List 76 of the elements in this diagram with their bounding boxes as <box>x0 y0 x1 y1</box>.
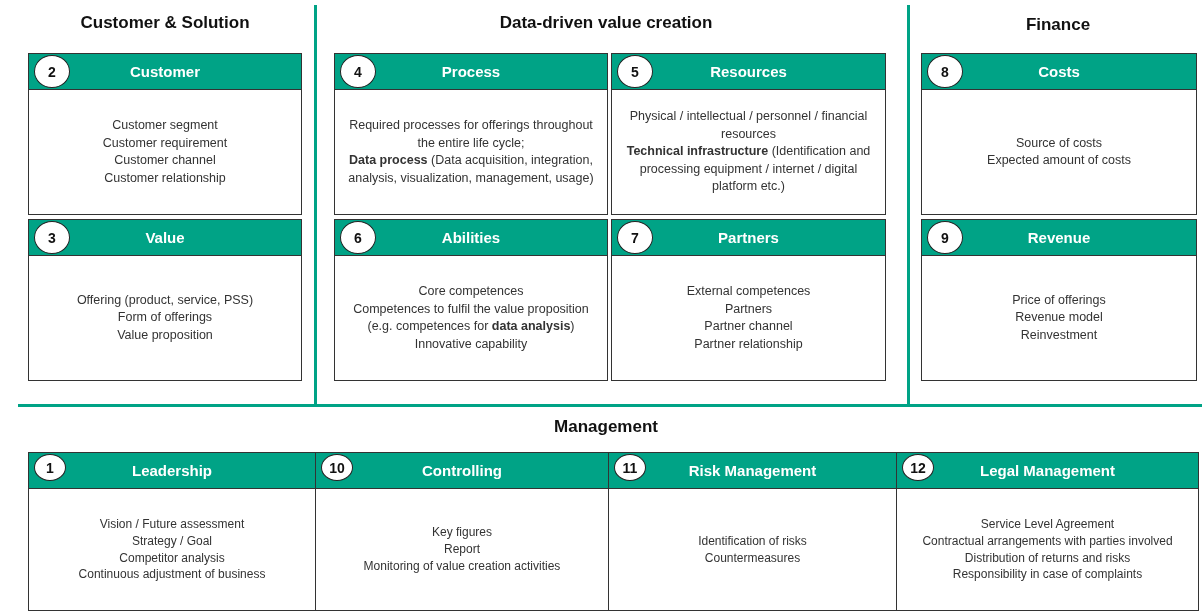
body-text: Competitor analysis <box>119 549 225 567</box>
number-circle: 11 <box>614 454 646 481</box>
body-text: Identification of risks <box>698 532 807 550</box>
category-card <box>334 53 608 215</box>
card-title: Leadership <box>132 462 212 479</box>
body-text: Data process (Data acquisition, integration, analysis, visualization, management, usage) <box>347 152 595 187</box>
body-text: Customer relationship <box>104 169 226 187</box>
card-title: Risk Management <box>688 462 817 479</box>
body-text: Report <box>444 541 480 558</box>
card-title: Value <box>145 229 185 246</box>
category-card <box>611 219 886 381</box>
number-circle: 7 <box>617 221 653 254</box>
body-text: Responsibility in case of complaints <box>952 566 1143 584</box>
number-circle: 6 <box>340 221 376 254</box>
card-title: Abilities <box>441 229 501 246</box>
card-title: Legal Management <box>980 462 1115 479</box>
body-text: Required processes for offerings throughout the entire life cycle; <box>348 117 594 152</box>
body-text: Key figures <box>432 524 492 542</box>
number-circle: 4 <box>340 55 376 88</box>
body-text: Customer segment <box>112 117 218 134</box>
body-text: Continuous adjustment of business <box>78 566 266 584</box>
body-text: Core competences <box>418 283 524 300</box>
section-heading: Data-driven value creation <box>499 13 713 33</box>
body-text: External competences <box>686 283 811 300</box>
category-card <box>896 452 1199 611</box>
body-text: Technical infrastructure (Identification and processing equipment / internet / digital platform etc.) <box>625 143 872 196</box>
number-circle: 1 <box>34 454 66 481</box>
body-text: Partner relationship <box>694 335 803 353</box>
body-text: Value proposition <box>117 326 213 344</box>
number-circle: 12 <box>902 454 934 481</box>
card-title: Resources <box>710 63 787 80</box>
body-text: Vision / Future assessment <box>99 515 245 533</box>
section-heading: Management <box>554 417 658 437</box>
card-title: Process <box>441 63 501 80</box>
category-card <box>28 219 302 381</box>
body-text: Innovative capability <box>414 335 528 353</box>
body-text: Monitoring of value creation activities <box>363 557 561 575</box>
number-circle: 9 <box>927 221 963 254</box>
number-circle: 3 <box>34 221 70 254</box>
body-text: Distribution of returns and risks <box>964 549 1131 567</box>
category-card <box>608 452 897 611</box>
category-card <box>921 53 1197 215</box>
body-text: Contractual arrangements with parties involved <box>922 532 1173 550</box>
number-circle: 8 <box>927 55 963 88</box>
number-circle: 5 <box>617 55 653 88</box>
body-text: Competences to fulfil the value proposition (e.g. competences for data analysis) <box>352 300 590 335</box>
body-text: Partner channel <box>704 318 793 335</box>
card-title: Partners <box>718 229 779 246</box>
body-text: Service Level Agreement <box>980 515 1115 533</box>
card-title: Customer <box>130 63 200 80</box>
body-text: Strategy / Goal <box>131 532 212 550</box>
category-card <box>28 53 302 215</box>
section-heading: Finance <box>1025 15 1091 35</box>
card-title: Controlling <box>422 462 502 479</box>
body-text: Reinvestment <box>1020 326 1098 344</box>
category-card <box>611 53 886 215</box>
body-text: Customer channel <box>114 152 216 169</box>
body-text: Form of offerings <box>117 309 213 327</box>
body-text: Countermeasures <box>704 549 801 567</box>
body-text: Expected amount of costs <box>987 152 1131 169</box>
number-circle: 10 <box>321 454 353 481</box>
category-card <box>921 219 1197 381</box>
category-card <box>28 452 316 611</box>
body-text: Revenue model <box>1015 309 1103 327</box>
body-text: Offering (product, service, PSS) <box>76 291 254 309</box>
body-text: Price of offerings <box>1012 291 1106 309</box>
body-text: Customer requirement <box>102 134 228 152</box>
body-text: Partners <box>724 300 773 318</box>
category-card <box>315 452 609 611</box>
section-heading: Customer & Solution <box>80 13 250 33</box>
body-text: Physical / intellectual / personnel / financial resources <box>628 108 869 143</box>
card-title: Revenue <box>1027 229 1091 246</box>
body-text: Source of costs <box>1015 134 1103 152</box>
card-title: Costs <box>1038 63 1080 80</box>
category-card <box>334 219 608 381</box>
number-circle: 2 <box>34 55 70 88</box>
